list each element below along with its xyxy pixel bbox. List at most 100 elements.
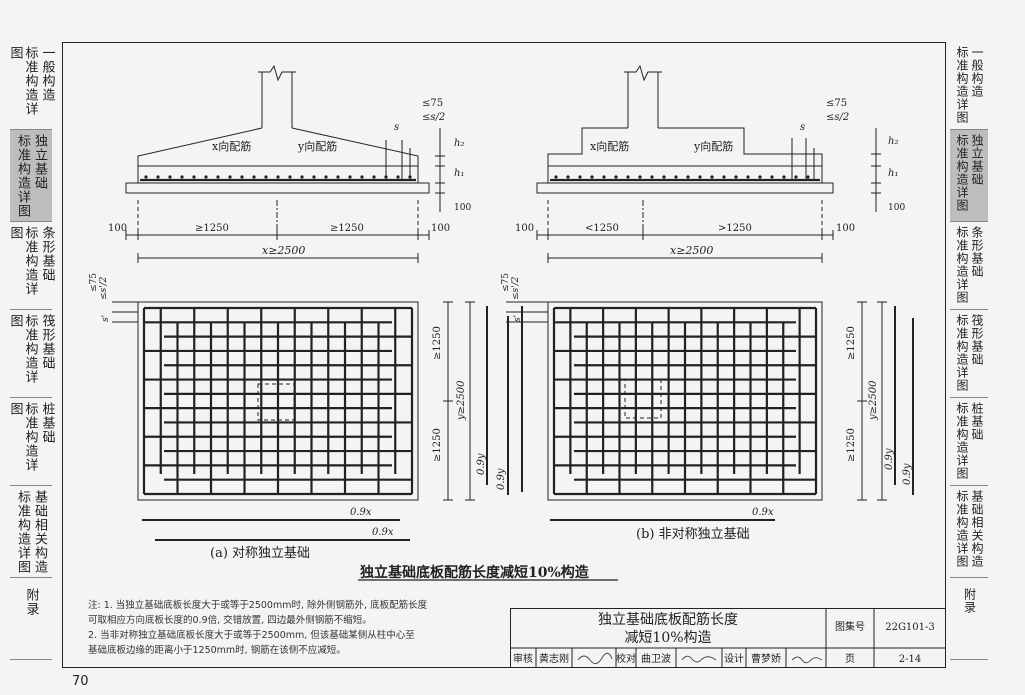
side-tab-label: 条形基础 (970, 226, 984, 278)
side-tab-label: 筏形基础 (970, 314, 984, 366)
rebar-dot (156, 175, 160, 179)
side-tab-label: 标准构造详图 (955, 402, 969, 480)
rebar-dot (614, 175, 618, 179)
rebar-dot (216, 175, 220, 179)
side-tab-label: 标准构造详图 (15, 134, 30, 218)
rebar-dot (710, 175, 714, 179)
rebar-dot (626, 175, 630, 179)
spacing-s2-b: ≤s/2 (826, 112, 849, 123)
side-tab[interactable]: 标准构造详图桩基础 (8, 398, 55, 486)
rebar-dot (638, 175, 642, 179)
page-value: 2-14 (899, 654, 921, 665)
section-a (125, 64, 445, 263)
h2-label-a: h₂ (454, 138, 464, 149)
right-side-tabs: 标准构造详图一般构造标准构造详图独立基础标准构造详图条形基础标准构造详图筏形基础… (950, 42, 988, 660)
dim-y-lower-a: ≥1250 (432, 428, 443, 462)
y-rebar-label-a: y向配筋 (297, 139, 337, 153)
spacing-s2-a: ≤s/2 (422, 112, 445, 123)
dim-total-y-a: y≥2500 (456, 380, 467, 421)
s-label-a: s (394, 122, 399, 133)
side-tab-label: 附录 (23, 588, 39, 616)
dim-total-y-b: y≥2500 (868, 380, 879, 421)
side-tab[interactable]: 标准构造详图一般构造 (950, 42, 988, 130)
side-tab[interactable]: 标准构造详图基础相关构造 (950, 486, 988, 578)
side-tab-label: 桩基础 (39, 402, 55, 444)
side-tab[interactable]: 标准构造详图桩基础 (950, 398, 988, 486)
dim-y-lower-b: ≥1250 (846, 428, 857, 462)
dim-y-upper-b: ≥1250 (846, 326, 857, 360)
dim-y-upper-a: ≥1250 (432, 326, 443, 360)
rebar-dot (204, 175, 208, 179)
rebar-dot (396, 175, 400, 179)
dim-09y-a2: 0.9y (496, 468, 507, 490)
side-tab[interactable]: 附录 (950, 578, 988, 660)
side-tab[interactable]: 标准构造详图独立基础 (950, 130, 988, 222)
side-tab-label: 标准构造详图 (15, 490, 30, 574)
side-tab-label: 桩基础 (970, 402, 984, 441)
rebar-dot (602, 175, 606, 179)
review-name: 黄志刚 (539, 652, 569, 665)
dim-100-right-b: 100 (836, 223, 855, 234)
side-tab[interactable]: 标准构造详图条形基础 (950, 222, 988, 310)
plan-75-a: ≤75 (89, 273, 99, 292)
h1-label-b: h₁ (888, 168, 898, 179)
side-tab-label: 独立基础 (970, 134, 984, 186)
rebar-dot (698, 175, 702, 179)
left-side-tabs: 标准构造详图一般构造标准构造详图独立基础标准构造详图条形基础标准构造详图筏形基础… (7, 42, 55, 660)
side-tab[interactable]: 标准构造详图筏形基础 (7, 310, 55, 398)
title-line2: 减短10%构造 (624, 630, 711, 646)
note-line: 可取相应方向底板长度的0.9倍, 交错放置, 四边最外侧钢筋不缩短。 (88, 615, 372, 626)
rebar-dot (372, 175, 376, 179)
dim-100-right-a: 100 (431, 223, 450, 234)
side-tab[interactable]: 标准构造详图一般构造 (8, 42, 55, 130)
plan-75-b: ≤75 (501, 273, 511, 292)
rebar-dot (566, 175, 570, 179)
note-line: 基础底板边缘的距离小于1250mm时, 钢筋在该侧不应减短。 (88, 645, 346, 656)
side-tab-label: 一般构造 (970, 46, 984, 98)
rebar-dot (590, 175, 594, 179)
plan-a (112, 301, 509, 541)
rebar-dot (336, 175, 340, 179)
dim-100-left-a: 100 (108, 223, 127, 234)
side-tab-label: 基础相关构造 (32, 490, 47, 574)
side-tab-label: 条形基础 (39, 226, 55, 282)
atlas-value: 22G101-3 (885, 622, 935, 633)
side-tab[interactable]: 标准构造详图基础相关构造 (10, 486, 52, 578)
caption-b: (b) 非对称独立基础 (636, 527, 750, 542)
side-tab-label: 标准构造详图 (955, 134, 969, 212)
rebar-dot (348, 175, 352, 179)
main-title: 独立基础底板配筋长度减短10%构造 (360, 564, 589, 581)
rebar-dot (324, 175, 328, 179)
plan-s-b: s' (513, 315, 523, 322)
side-tab-label: 附录 (962, 588, 977, 614)
side-tab-label: 标准构造详图 (955, 226, 969, 304)
dim-09x-a2: 0.9x (372, 527, 394, 538)
plan-s2-b: ≤s'/2 (511, 276, 521, 300)
rebar-dot (794, 175, 798, 179)
side-tab[interactable]: 标准构造详图条形基础 (7, 222, 55, 310)
side-tab[interactable]: 标准构造详图独立基础 (10, 130, 52, 222)
dim-total-x-a: x≥2500 (262, 244, 305, 257)
side-tab[interactable]: 附录 (10, 578, 52, 660)
rebar-dot (252, 175, 256, 179)
notes: 注: 1. 当独立基础底板长度大于或等于2500mm时, 除外侧钢筋外, 底板配… (88, 598, 508, 658)
signature-marks (577, 652, 823, 664)
rebar-dot (180, 175, 184, 179)
rebar-dot (144, 175, 148, 179)
rebar-dot (746, 175, 750, 179)
dim-09y-b1: 0.9y (884, 448, 895, 470)
side-tab-label: 一般构造 (39, 46, 55, 102)
review-label: 审核 (513, 652, 533, 665)
check-name: 曲卫波 (641, 652, 671, 665)
side-tab[interactable]: 标准构造详图筏形基础 (950, 310, 988, 398)
rebar-dot (782, 175, 786, 179)
side-tab-label: 标准构造详图 (955, 314, 969, 392)
rebar-dot (240, 175, 244, 179)
title-line1: 独立基础底板配筋长度 (598, 611, 738, 628)
dim-100-v-b: 100 (888, 203, 905, 213)
side-tab-label: 标准构造详图 (7, 226, 38, 296)
dim-09y-b2: 0.9y (902, 463, 913, 485)
rebar-dot (192, 175, 196, 179)
side-tab-label: 标准构造详图 (7, 314, 38, 384)
design-label: 设计 (724, 652, 744, 665)
